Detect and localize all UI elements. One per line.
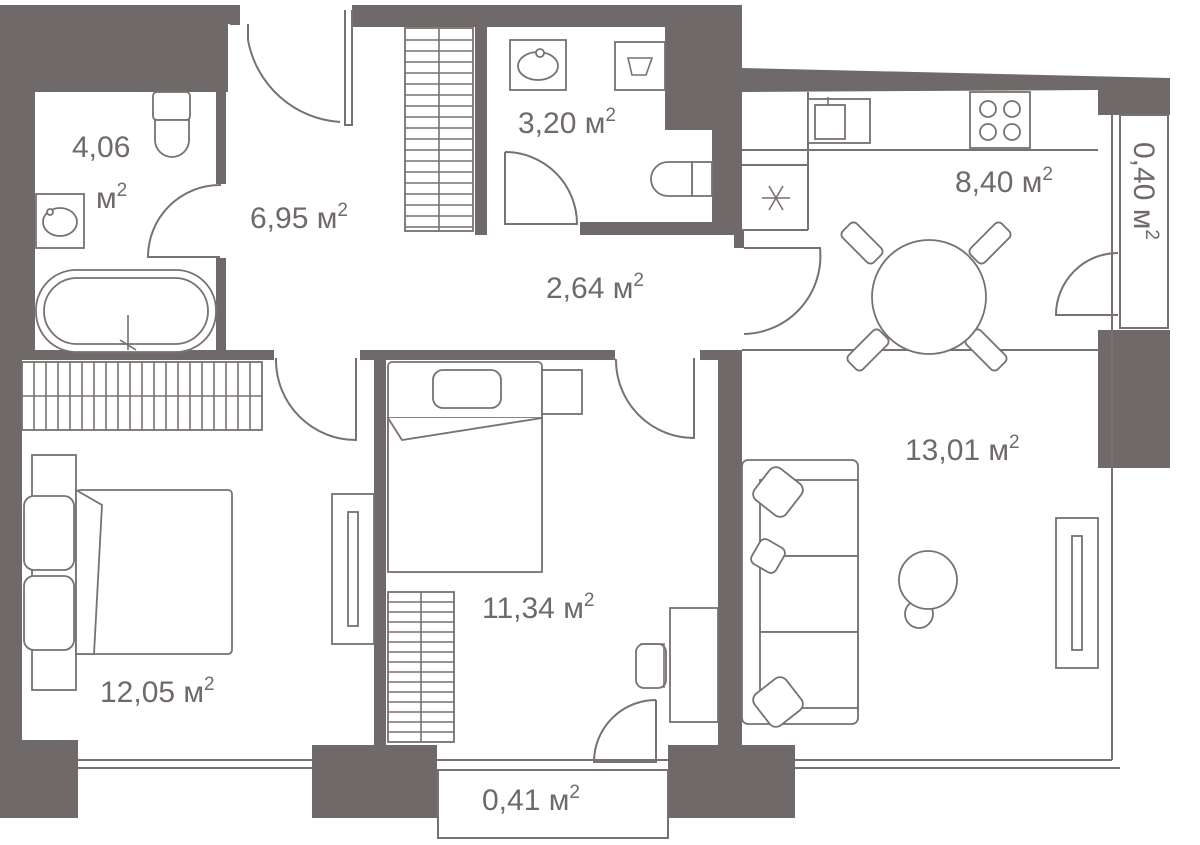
dining-set	[840, 221, 1012, 372]
room-area-corridor: 2,64 м2	[546, 270, 644, 305]
room-area-bedroom-left: 12,05 м2	[100, 674, 215, 709]
walls	[0, 5, 1170, 818]
wc-fixtures	[509, 39, 713, 197]
bedroom-left-furniture	[23, 454, 375, 691]
bathroom-fixtures	[35, 91, 217, 353]
room-area-living: 13,01 м2	[905, 432, 1020, 467]
bedroom-middle-furniture	[387, 361, 719, 723]
room-area-bath: 4,06	[72, 131, 130, 164]
room-area-wc: 3,20 м2	[518, 105, 616, 140]
room-area-kitchen: 8,40 м2	[955, 164, 1053, 199]
room-area-loggia-right: 0,40 м2	[1127, 142, 1162, 240]
room-area-balcony: 0,41 м2	[482, 782, 580, 817]
outlines	[78, 10, 1169, 839]
wardrobes	[21, 27, 474, 743]
room-unit-bath: м2	[96, 180, 127, 215]
area-labels: 4,06 м2 6,95 м2 3,20 м2 8,40 м2 0,40 м2 …	[72, 105, 1162, 817]
room-area-bedroom-middle: 11,34 м2	[482, 590, 594, 625]
doors	[146, 24, 1119, 763]
living-furniture	[741, 459, 1099, 728]
kitchen-fixtures	[762, 91, 1031, 211]
room-area-hall: 6,95 м2	[250, 200, 348, 235]
